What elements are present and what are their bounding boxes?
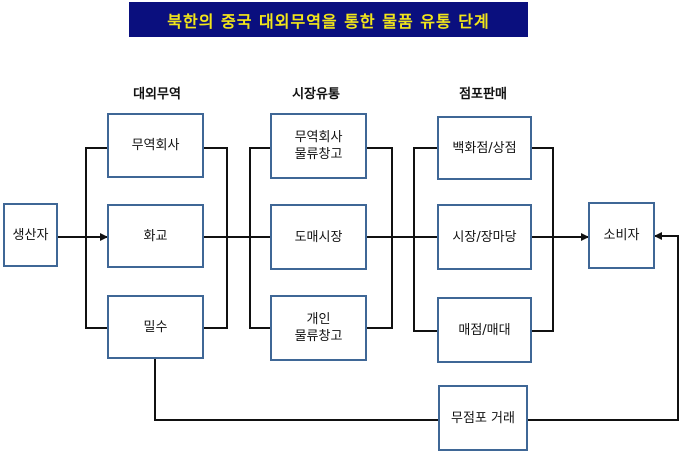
stage-header-trade: 대외무역 <box>133 87 181 102</box>
node-wholesale-market: 도매시장 <box>270 204 367 270</box>
node-market-jangmadang: 시장/장마당 <box>437 204 532 270</box>
diagram-title: 북한의 중국 대외무역을 통한 물품 유통 단계 <box>129 2 528 37</box>
bracket-market-left <box>249 147 270 329</box>
node-kiosk: 매점/매대 <box>437 297 532 363</box>
edge-storeless-consumer <box>528 232 679 421</box>
node-producer: 생산자 <box>3 203 58 267</box>
stage-header-retail: 점포판매 <box>459 87 507 102</box>
bracket-trade-left <box>85 147 107 329</box>
bracket-retail-right <box>532 147 554 332</box>
bracket-retail-left <box>413 147 437 332</box>
node-trading-company: 무역회사 <box>107 113 204 178</box>
node-department-store: 백화점/상점 <box>437 116 532 180</box>
node-overseas-chinese: 화교 <box>107 204 204 268</box>
node-consumer: 소비자 <box>588 202 655 269</box>
node-trading-warehouse: 무역회사 물류창고 <box>270 113 367 179</box>
stage-header-market: 시장유통 <box>292 87 340 102</box>
node-storeless-trade: 무점포 거래 <box>438 385 528 451</box>
node-private-warehouse: 개인 물류창고 <box>270 295 367 361</box>
edge-smuggling-storeless <box>154 359 438 421</box>
node-smuggling: 밀수 <box>107 295 204 359</box>
